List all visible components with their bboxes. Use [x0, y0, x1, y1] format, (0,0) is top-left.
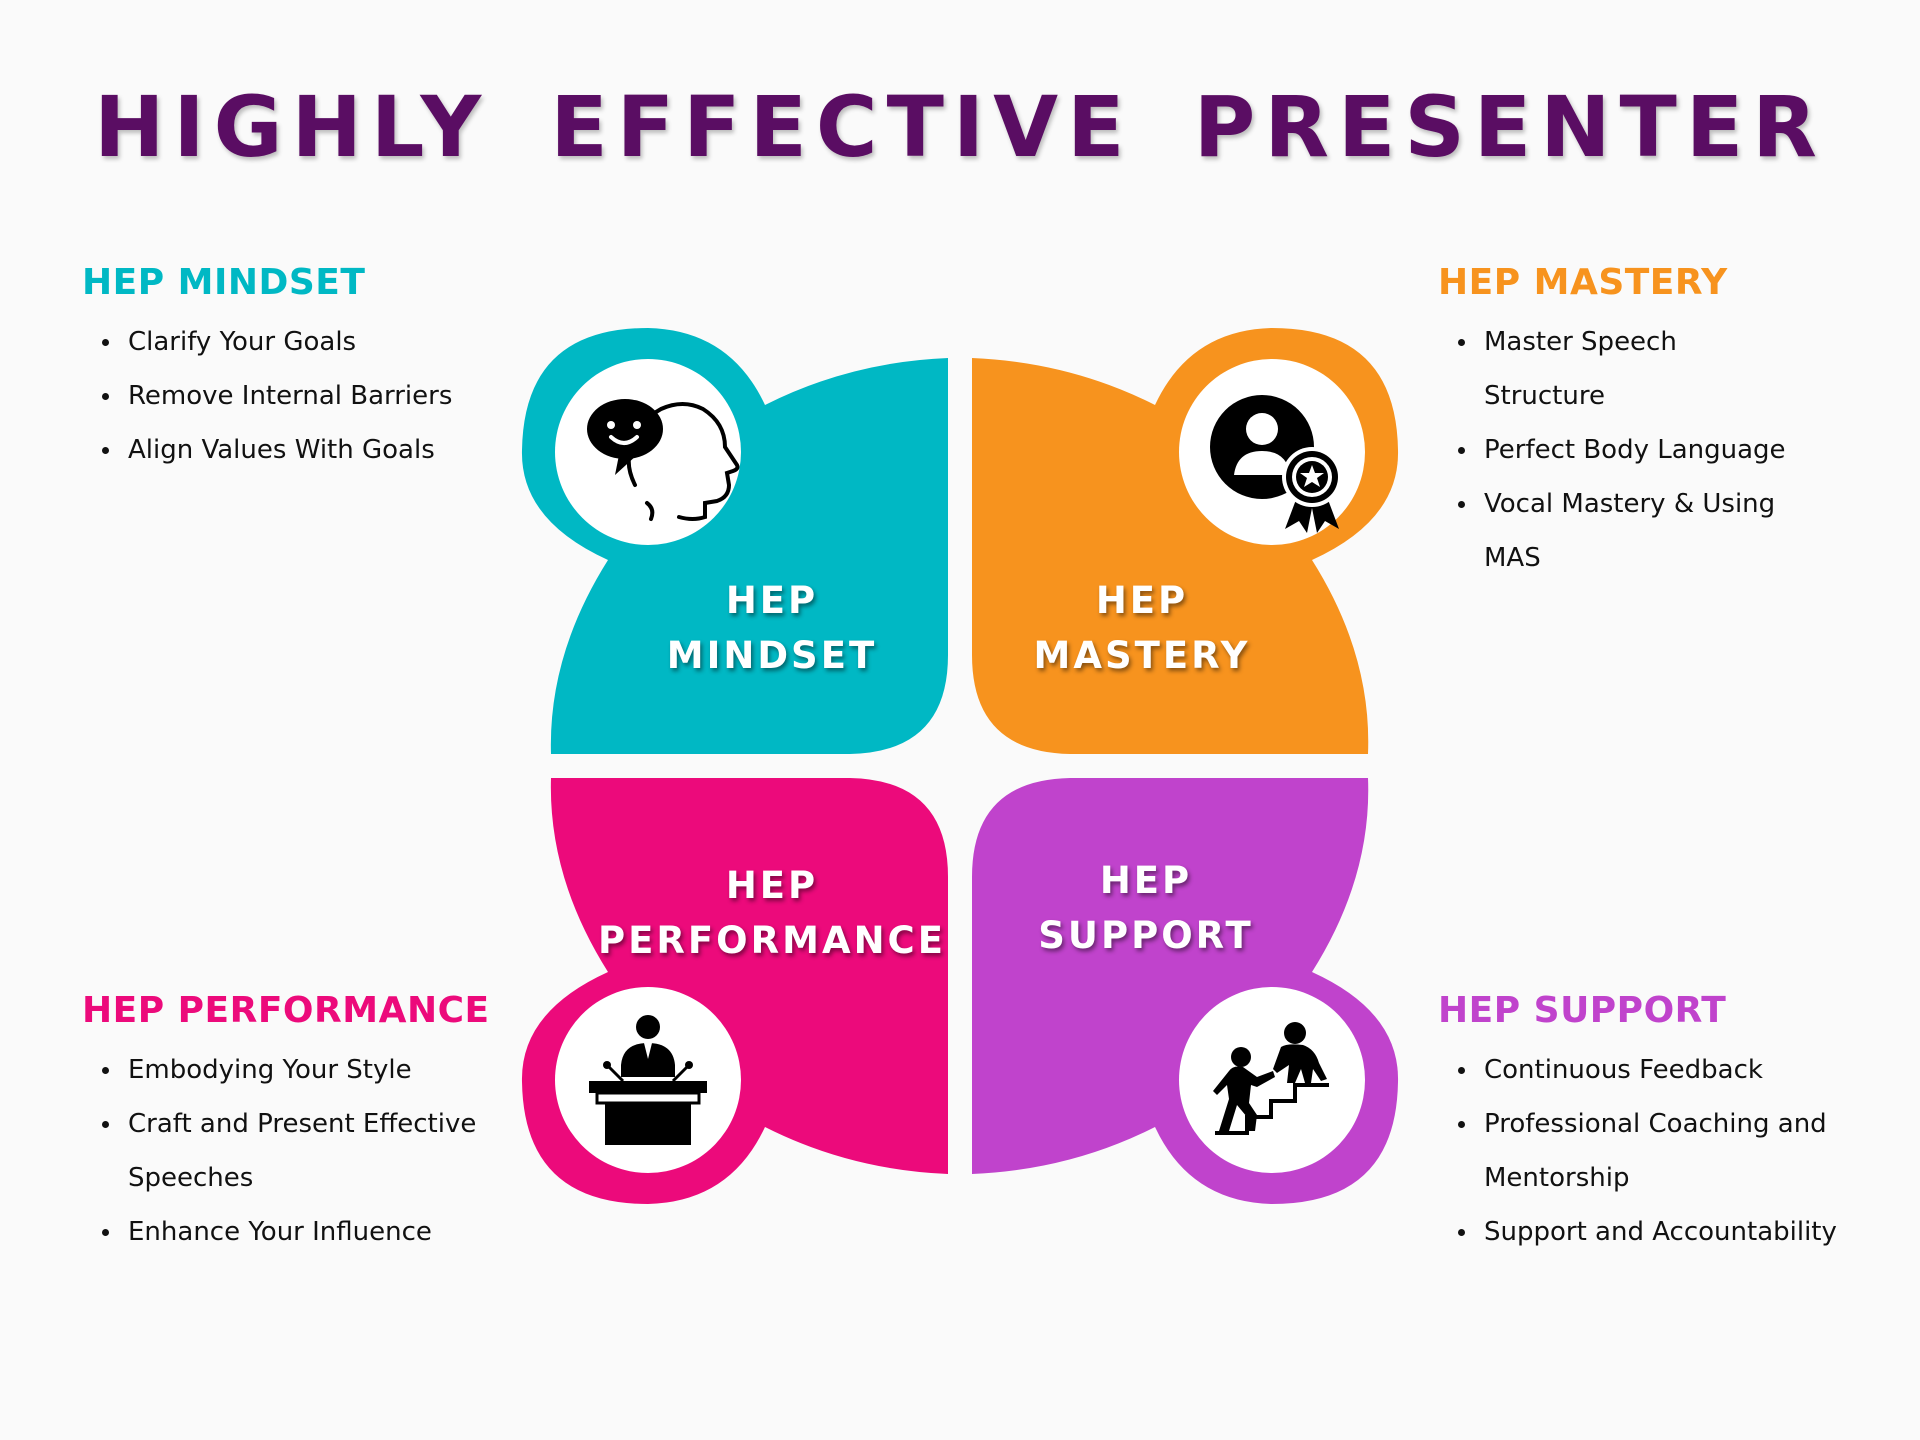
support-petal-label: HEP SUPPORT [946, 853, 1346, 963]
performance-icon-circle [555, 987, 741, 1173]
list-item: Craft and Present Effective Speeches [82, 1097, 522, 1205]
mastery-petal-label: HEP MASTERY [942, 573, 1342, 683]
helping-up-stairs-icon [1177, 985, 1367, 1175]
performance-label-line1: HEP [725, 864, 819, 907]
head-speech-bubble-icon [553, 357, 743, 547]
list-item: Enhance Your Influence [82, 1205, 522, 1259]
list-item: Clarify Your Goals [82, 315, 522, 369]
speaker-podium-icon [553, 985, 743, 1175]
list-item: Continuous Feedback [1438, 1043, 1858, 1097]
performance-petal-label: HEP PERFORMANCE [572, 858, 972, 968]
mindset-heading: HEP MINDSET [82, 262, 366, 303]
list-item: Embodying Your Style [82, 1043, 522, 1097]
user-award-badge-icon [1177, 357, 1367, 547]
mindset-label-line1: HEP [725, 579, 819, 622]
list-item: Vocal Mastery & Using MAS [1438, 477, 1798, 585]
mastery-label-line2: MASTERY [1033, 634, 1251, 677]
list-item: Remove Internal Barriers [82, 369, 522, 423]
support-heading: HEP SUPPORT [1438, 990, 1727, 1031]
page-title: HIGHLY EFFECTIVE PRESENTER [94, 78, 1826, 176]
mindset-label-line2: MINDSET [666, 634, 878, 677]
mastery-label-line1: HEP [1095, 579, 1189, 622]
list-item: Perfect Body Language [1438, 423, 1798, 477]
list-item: Align Values With Goals [82, 423, 522, 477]
support-label-line2: SUPPORT [1038, 914, 1254, 957]
list-item: Master Speech Structure [1438, 315, 1798, 423]
list-item: Professional Coaching and Mentorship [1438, 1097, 1858, 1205]
mastery-heading: HEP MASTERY [1438, 262, 1728, 303]
support-label-line1: HEP [1099, 859, 1193, 902]
mindset-petal-label: HEP MINDSET [572, 573, 972, 683]
performance-heading: HEP PERFORMANCE [82, 990, 490, 1031]
performance-label-line2: PERFORMANCE [598, 919, 946, 962]
list-item: Support and Accountability [1438, 1205, 1858, 1259]
